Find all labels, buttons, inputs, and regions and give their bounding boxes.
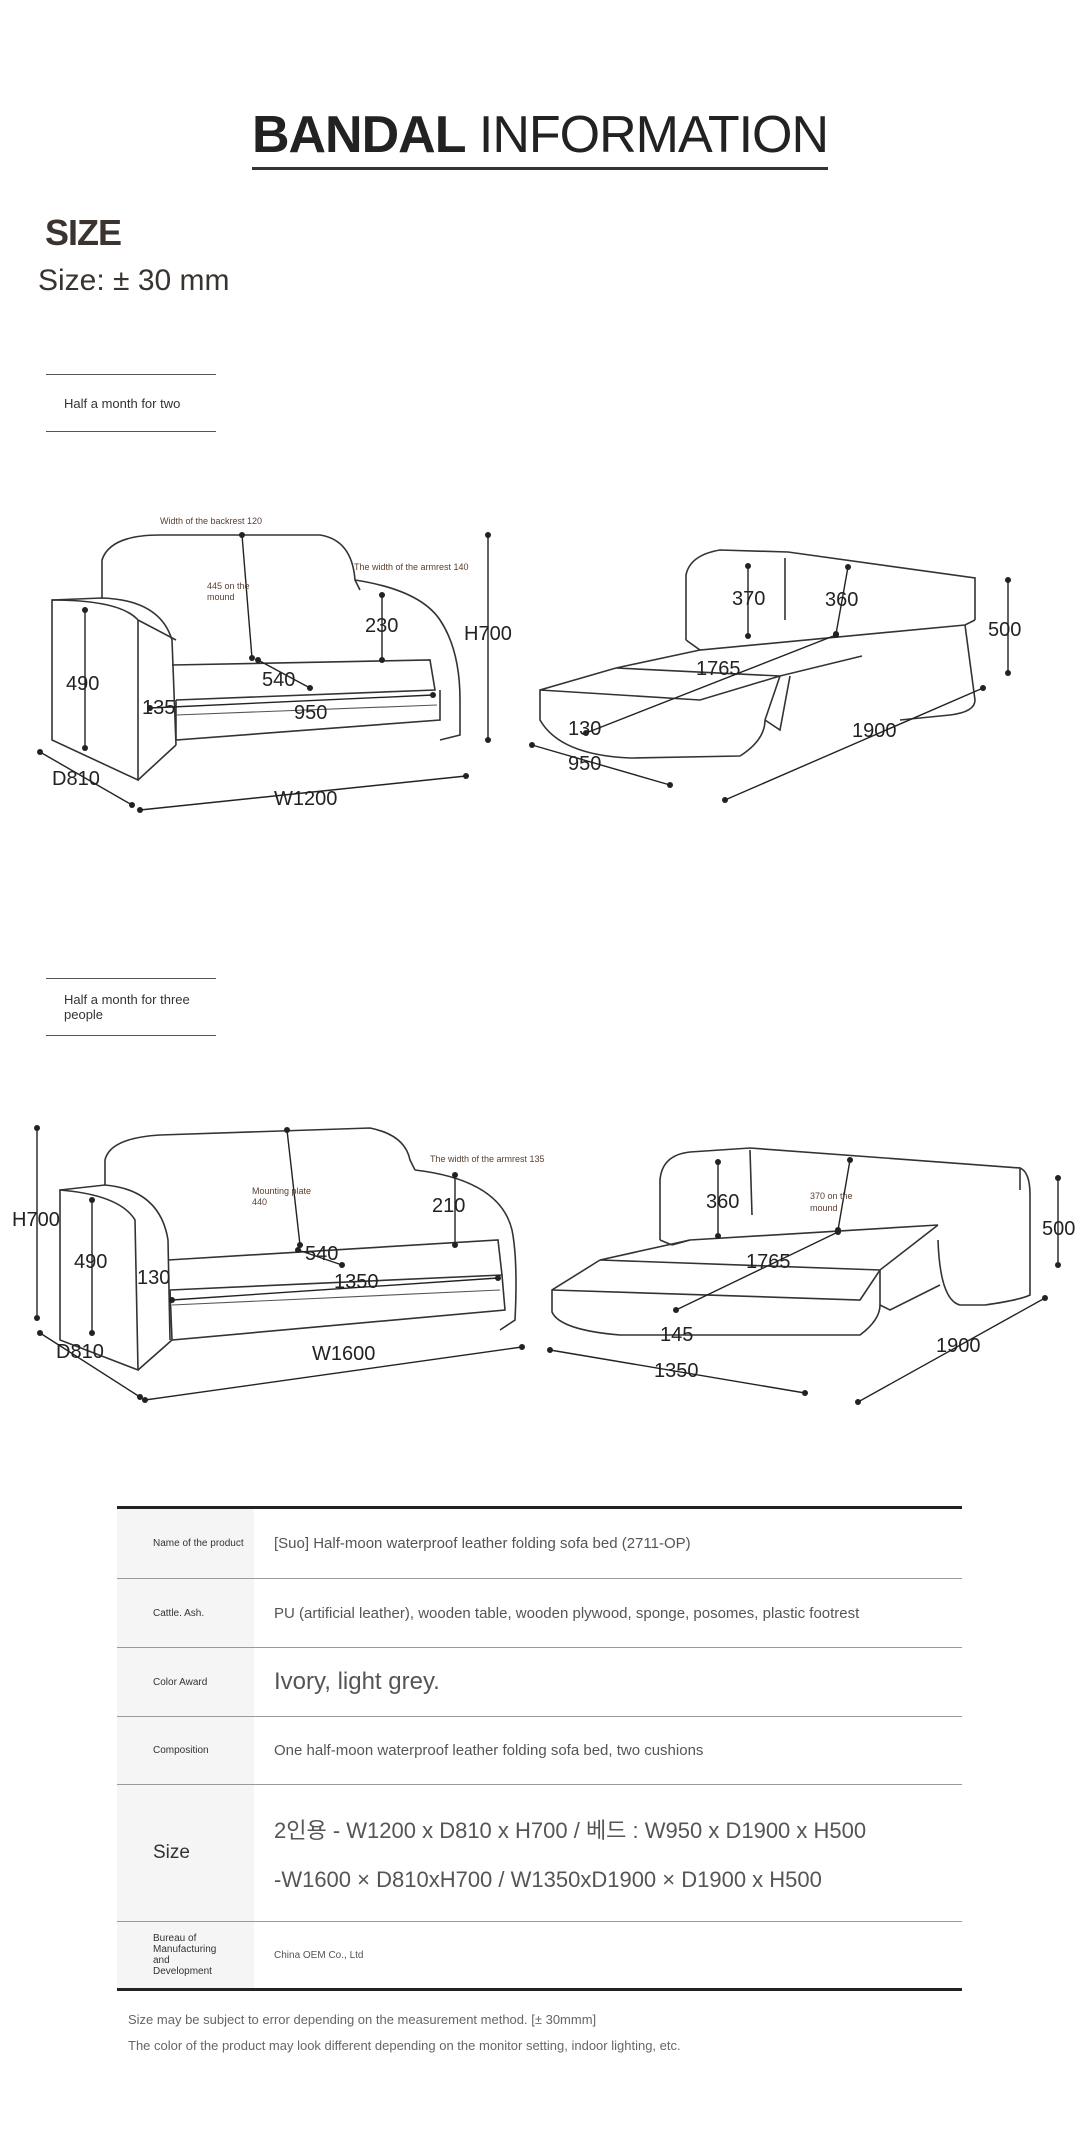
plate-note: Mounting plate (252, 1186, 311, 1196)
sofa-three-drawing (59, 1127, 517, 1372)
arm-height-label-three: 210 (432, 1195, 465, 1217)
height-label-three: H700 (12, 1209, 60, 1231)
arm-width-label-three: 130 (137, 1267, 170, 1289)
bed-length-label: 1765 (696, 658, 741, 680)
armrest-width-note-three: The width of the armrest 135 (430, 1154, 545, 1164)
row-value: Ivory, light grey. (274, 1668, 440, 1695)
row-value: 2인용 - W1200 x D810 x H700 / 베드 : W950 x … (274, 1818, 867, 1843)
bed-back1-label: 370 (732, 588, 765, 610)
model-tag-three-label: Half a month for three people (64, 992, 190, 1022)
note-color: The color of the product may look differ… (128, 2038, 681, 2053)
arm-width-label: 135 (142, 697, 175, 719)
table-row: Name of the product [Suo] Half-moon wate… (117, 1509, 962, 1579)
bed-back1-label-three: 360 (706, 1191, 739, 1213)
mound-note-2: mound (207, 592, 235, 602)
bed-back2-label: 360 (825, 589, 858, 611)
row-value: China OEM Co., Ltd (274, 1949, 364, 1961)
sofa-three-dims: Mounting plate 440 The width of the armr… (12, 1125, 545, 1403)
bed-arm-label: 130 (568, 718, 601, 740)
row-label: Composition (117, 1717, 254, 1784)
bed-height-label-three: 500 (1042, 1218, 1075, 1240)
depth-label: D810 (52, 768, 100, 790)
width-label: W1200 (274, 788, 337, 810)
bed-two-dims: 370 360 500 1765 130 950 1900 (529, 563, 1021, 803)
row-label: Name of the product (117, 1509, 254, 1578)
page-title: BANDAL INFORMATION (0, 105, 1080, 170)
row-value: PU (artificial leather), wooden table, w… (274, 1604, 860, 1622)
bed-height-label: 500 (988, 619, 1021, 641)
row-label: Color Award (117, 1648, 254, 1716)
sofa-two-dims: Width of the backrest 120 445 on the mou… (37, 516, 512, 813)
row-label: Size (117, 1785, 254, 1921)
row-label: Cattle. Ash. (117, 1579, 254, 1647)
size-heading: SIZE (45, 212, 122, 253)
seat-width-label: 950 (294, 702, 327, 724)
title-light: INFORMATION (478, 106, 829, 164)
table-row: Cattle. Ash. PU (artificial leather), wo… (117, 1579, 962, 1648)
spec-table: Name of the product [Suo] Half-moon wate… (117, 1506, 962, 1991)
table-row: Bureau of Manufacturing and Development … (117, 1922, 962, 1988)
table-row: Size 2인용 - W1200 x D810 x H700 / 베드 : W9… (117, 1785, 962, 1922)
depth-label-three: D810 (56, 1341, 104, 1363)
bed-arm-label-three: 145 (660, 1324, 693, 1346)
table-row: Composition One half-moon waterproof lea… (117, 1717, 962, 1785)
seat-height-label: 490 (66, 673, 99, 695)
bed-length-label-three: 1765 (746, 1251, 791, 1273)
model-tag-two: Half a month for two (46, 374, 216, 432)
model-tag-three: Half a month for three people (46, 978, 216, 1036)
arm-height-label: 230 (365, 615, 398, 637)
bed-width-label-three: 1350 (654, 1360, 699, 1382)
seat-height-label-three: 490 (74, 1251, 107, 1273)
mound-note-three-2: mound (810, 1203, 838, 1213)
mound-note-three: 370 on the (810, 1191, 853, 1201)
seat-depth-label: 540 (262, 669, 295, 691)
armrest-width-note: The width of the armrest 140 (354, 562, 469, 572)
bed-three-drawing (551, 1147, 1031, 1336)
bed-width-label: 950 (568, 753, 601, 775)
size-tolerance: Size: ± 30 mm (38, 264, 230, 297)
title-bold: BANDAL (251, 106, 467, 164)
backrest-width-note: Width of the backrest 120 (160, 516, 262, 526)
model-tag-two-label: Half a month for two (64, 395, 181, 411)
plate-note-2: 440 (252, 1197, 267, 1207)
row-value: One half-moon waterproof leather folding… (274, 1742, 704, 1759)
bed-two-drawing (539, 549, 976, 759)
row-value-2: -W1600 × D810xH700 / W1350xD1900 × D1900… (274, 1867, 822, 1892)
seat-width-label-three: 1350 (334, 1271, 379, 1293)
height-label: H700 (464, 623, 512, 645)
row-label: Bureau of Manufacturing and Development (117, 1922, 254, 1988)
note-measurement: Size may be subject to error depending o… (128, 2012, 597, 2027)
width-label-three: W1600 (312, 1343, 375, 1365)
table-row: Color Award Ivory, light grey. (117, 1648, 962, 1717)
bed-three-dims: 360 370 on the mound 500 1765 145 1350 1… (547, 1157, 1075, 1405)
bed-total-label: 1900 (852, 720, 897, 742)
row-value: [Suo] Half-moon waterproof leather foldi… (274, 1535, 691, 1552)
bed-total-label-three: 1900 (936, 1335, 981, 1357)
dimension-diagrams: Width of the backrest 120 445 on the mou… (12, 516, 1075, 1405)
seat-depth-label-three: 540 (305, 1243, 338, 1265)
mound-note: 445 on the (207, 581, 250, 591)
